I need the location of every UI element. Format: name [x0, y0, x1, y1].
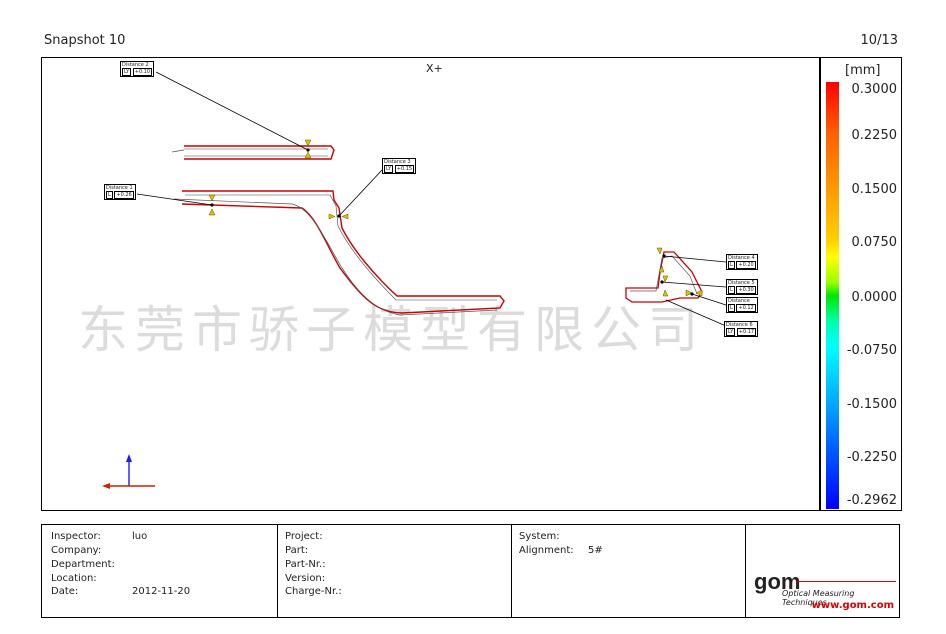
- logo-url: www.gom.com: [811, 600, 894, 611]
- measurement-value: +0.30: [736, 286, 756, 294]
- measurement-axis: LY: [384, 165, 394, 173]
- footer-value: 5#: [588, 545, 603, 556]
- measurement-label-distance-5[interactable]: Distance 5 L +0.30: [726, 279, 758, 295]
- measurement-value: +0.26: [114, 191, 134, 199]
- measurement-name: Distance 5: [728, 280, 755, 286]
- measurement-name: Distance 6: [726, 322, 753, 328]
- legend-tick: 0.2250: [851, 128, 898, 143]
- snapshot-title: Snapshot 10: [44, 33, 126, 48]
- 3d-viewport[interactable]: 东莞市骄子模型有限公司: [41, 57, 820, 511]
- measurement-value: +0.15: [394, 165, 415, 173]
- measurement-label-distance-2[interactable]: Distance 2 LY +0.10: [120, 61, 155, 77]
- footer-label: Charge-Nr.:: [285, 586, 342, 597]
- measurement-value: +0.17: [736, 328, 757, 336]
- measurement-label-distance-3[interactable]: Distance 3 LY +0.15: [382, 158, 417, 174]
- legend-tick: 0.0000: [851, 290, 898, 305]
- measurement-axis: L: [106, 191, 113, 199]
- color-scale-legend: [mm] 0.3000 0.2250 0.1500 0.0750 0.0000 …: [820, 57, 902, 511]
- measurement-axis: LY: [122, 68, 132, 76]
- view-direction-label: X+: [426, 62, 443, 75]
- footer-value: luo: [132, 531, 148, 542]
- footer-label: System:: [519, 531, 560, 542]
- footer-label: Alignment:: [519, 545, 574, 556]
- color-scale-bar: [826, 82, 839, 509]
- measurement-value: +0.10: [132, 68, 153, 76]
- logo-tagline: Optical Measuring Techniques: [782, 589, 855, 607]
- measurement-value: +0.20: [736, 261, 756, 269]
- legend-tick: -0.2962: [846, 493, 897, 508]
- legend-tick: 0.1500: [851, 182, 898, 197]
- footer-project-column: Project: Part: Part-Nr.: Version: Charge…: [278, 525, 512, 617]
- footer-label: Date:: [51, 586, 79, 597]
- measurement-label-distance-1[interactable]: Distance 1 L +0.26: [104, 184, 136, 200]
- legend-unit: [mm]: [845, 63, 881, 78]
- footer-inspector-column: Inspector: luo Company: Department: Loca…: [42, 525, 278, 617]
- footer-label: Version:: [285, 573, 326, 584]
- footer-label: Part-Nr.:: [285, 559, 326, 570]
- legend-tick: -0.2250: [846, 450, 897, 465]
- measurement-name: Distance 3: [384, 159, 411, 165]
- report-footer: Inspector: luo Company: Department: Loca…: [41, 524, 900, 618]
- footer-value: 2012-11-20: [132, 586, 191, 597]
- measurement-axis: L: [728, 304, 735, 312]
- measurement-name: Distance 4: [728, 255, 755, 261]
- measurement-label-distance-6[interactable]: Distance 6 LY +0.17: [724, 321, 759, 337]
- footer-label: Company:: [51, 545, 102, 556]
- measurement-axis: L: [728, 261, 735, 269]
- measurement-label-distance[interactable]: Distance L +0.12: [726, 297, 758, 313]
- measurement-value: +0.12: [736, 304, 756, 312]
- legend-tick: 0.0750: [851, 235, 898, 250]
- footer-label: Part:: [285, 545, 309, 556]
- footer-system-column: System: Alignment: 5#: [512, 525, 746, 617]
- section-drawing: [102, 71, 727, 489]
- legend-tick: -0.0750: [846, 343, 897, 358]
- logo-divider: [796, 581, 896, 582]
- footer-label: Location:: [51, 573, 97, 584]
- footer-label: Inspector:: [51, 531, 101, 542]
- measurement-name: Distance 2: [122, 62, 149, 68]
- footer-label: Department:: [51, 559, 115, 570]
- logo-brand: gom: [754, 569, 801, 594]
- measurement-label-distance-4[interactable]: Distance 4 L +0.20: [726, 254, 758, 270]
- legend-tick: 0.3000: [851, 82, 898, 97]
- legend-tick: -0.1500: [846, 397, 897, 412]
- gom-logo: gom Optical Measuring Techniques www.gom…: [752, 569, 898, 613]
- measurement-axis: L: [728, 286, 735, 294]
- page-number: 10/13: [860, 33, 898, 48]
- measurement-name: Distance 1: [106, 185, 133, 191]
- footer-label: Project:: [285, 531, 323, 542]
- measurement-axis: LY: [726, 328, 736, 336]
- measurement-name: Distance: [728, 298, 750, 304]
